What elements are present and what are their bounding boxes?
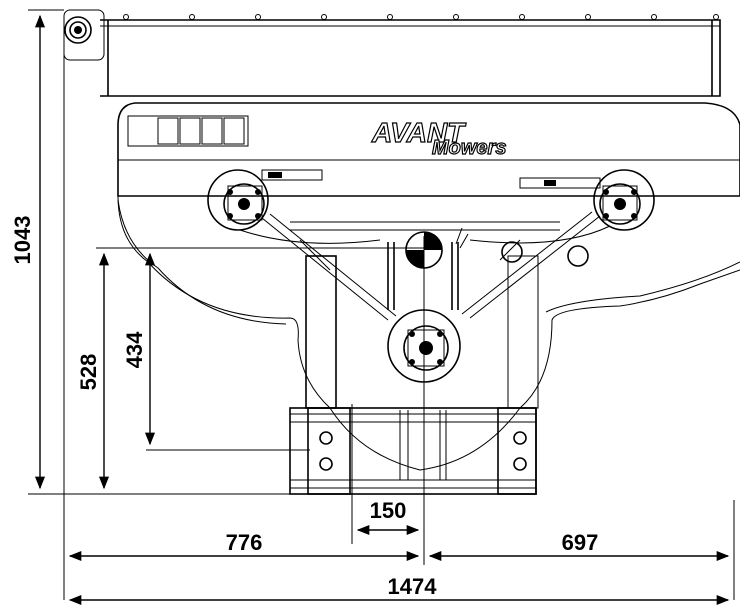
frame-and-hoses bbox=[239, 211, 611, 321]
roller-wheel-icon bbox=[63, 9, 105, 61]
mower-deck bbox=[117, 102, 740, 471]
logo-sub: Mowers bbox=[432, 137, 506, 159]
logo-main: AVANT bbox=[371, 117, 467, 148]
dim-lower-height: 528 bbox=[76, 354, 101, 391]
center-of-gravity-icon bbox=[405, 231, 443, 269]
dim-total-height: 1043 bbox=[10, 216, 35, 265]
dim-offset: 150 bbox=[370, 498, 407, 523]
warning-decals bbox=[127, 115, 249, 147]
dim-left-width: 776 bbox=[226, 530, 263, 555]
top-rivets bbox=[123, 14, 719, 20]
right-motor bbox=[519, 169, 655, 231]
dim-total-width: 1474 bbox=[388, 574, 438, 599]
dim-right-width: 697 bbox=[562, 530, 599, 555]
left-motor bbox=[207, 169, 323, 231]
center-motor bbox=[387, 309, 461, 383]
avant-mowers-logo: AVANT Mowers bbox=[370, 116, 507, 159]
dim-inner-height: 434 bbox=[122, 331, 147, 368]
upper-deck bbox=[100, 14, 721, 97]
dimension-arrows bbox=[34, 14, 730, 606]
hitch-frame bbox=[289, 255, 539, 495]
reference-lines bbox=[28, 9, 735, 600]
